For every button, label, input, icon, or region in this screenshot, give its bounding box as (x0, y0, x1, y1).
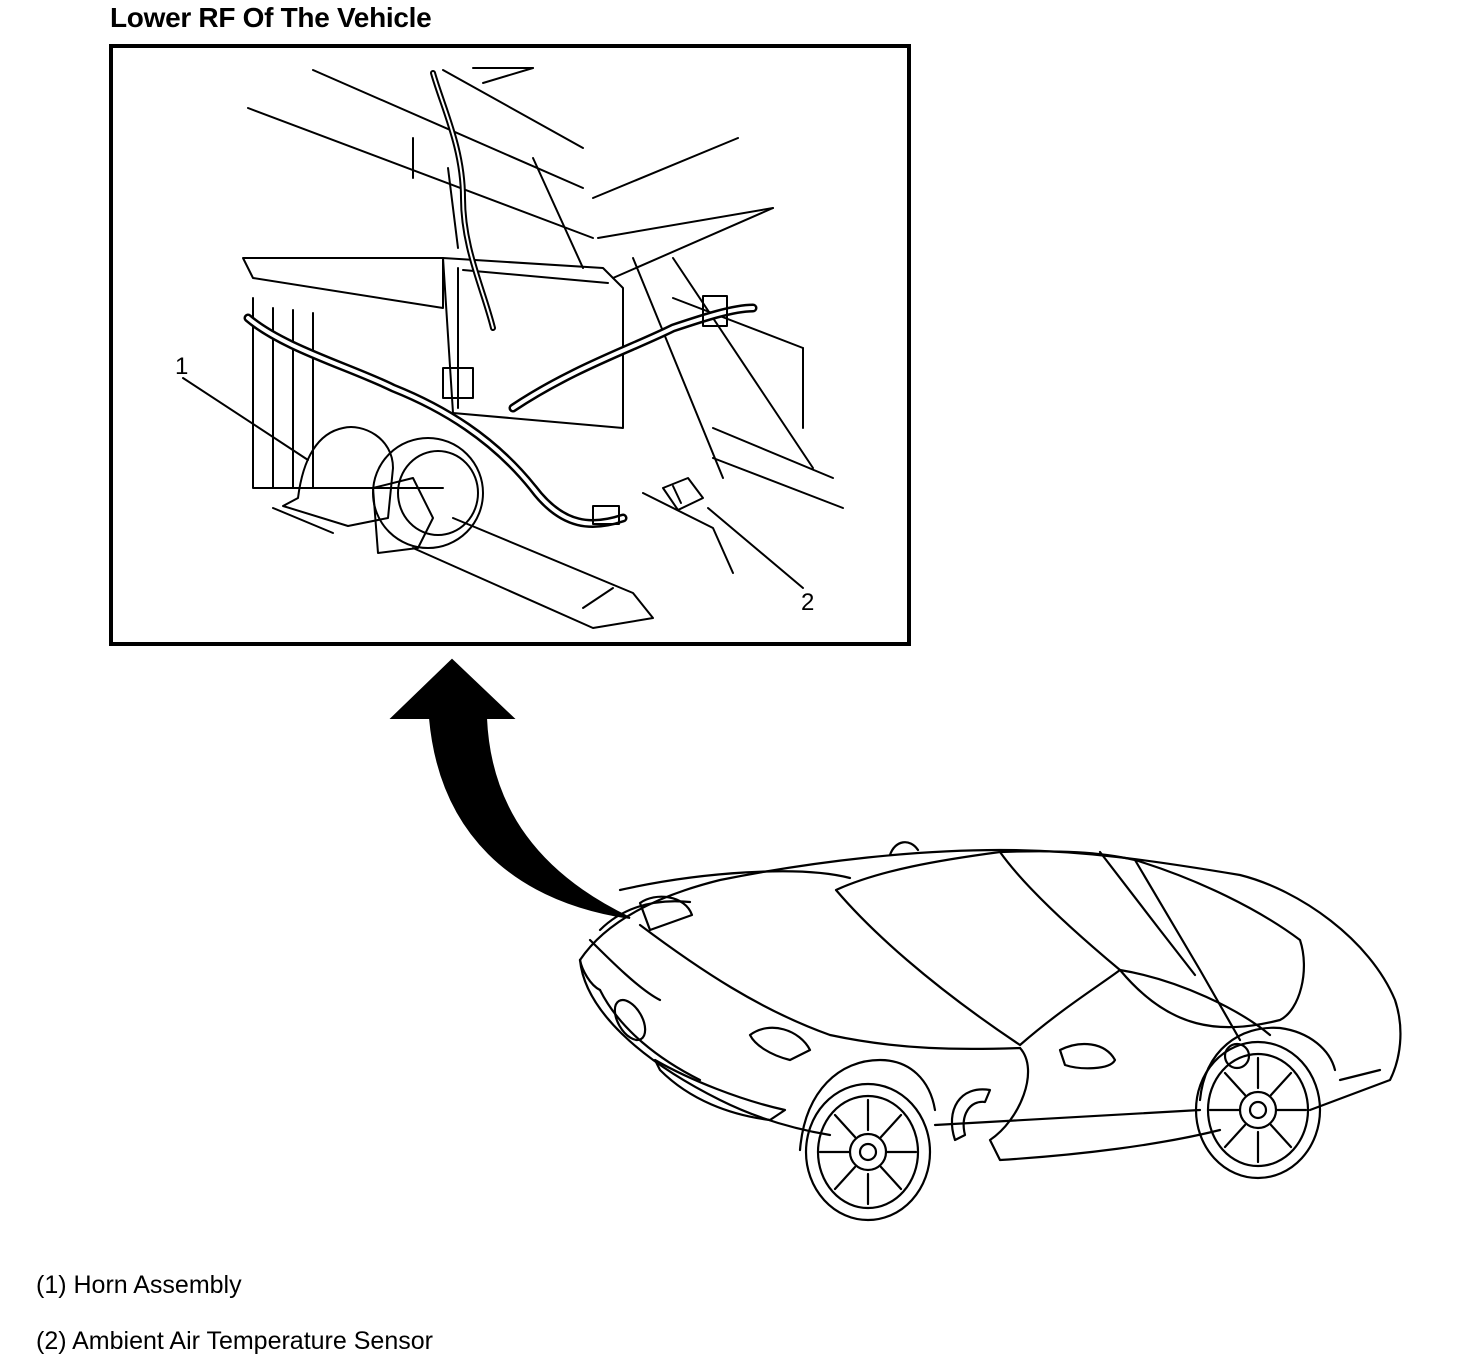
callout-2: 2 (801, 589, 814, 616)
callout-1: 1 (175, 353, 188, 380)
diagram-title: Lower RF Of The Vehicle (110, 2, 432, 33)
location-arrow (389, 658, 631, 919)
car-outline (578, 841, 1402, 1222)
vehicle-overview (0, 640, 1472, 1240)
detail-inset: 1 2 (109, 44, 911, 646)
legend-item-1: (1) Horn Assembly (36, 1271, 242, 1299)
detail-illustration: 1 2 (175, 67, 844, 629)
vehicle-illustration (389, 658, 1402, 1222)
legend-item-2: (2) Ambient Air Temperature Sensor (36, 1327, 433, 1355)
